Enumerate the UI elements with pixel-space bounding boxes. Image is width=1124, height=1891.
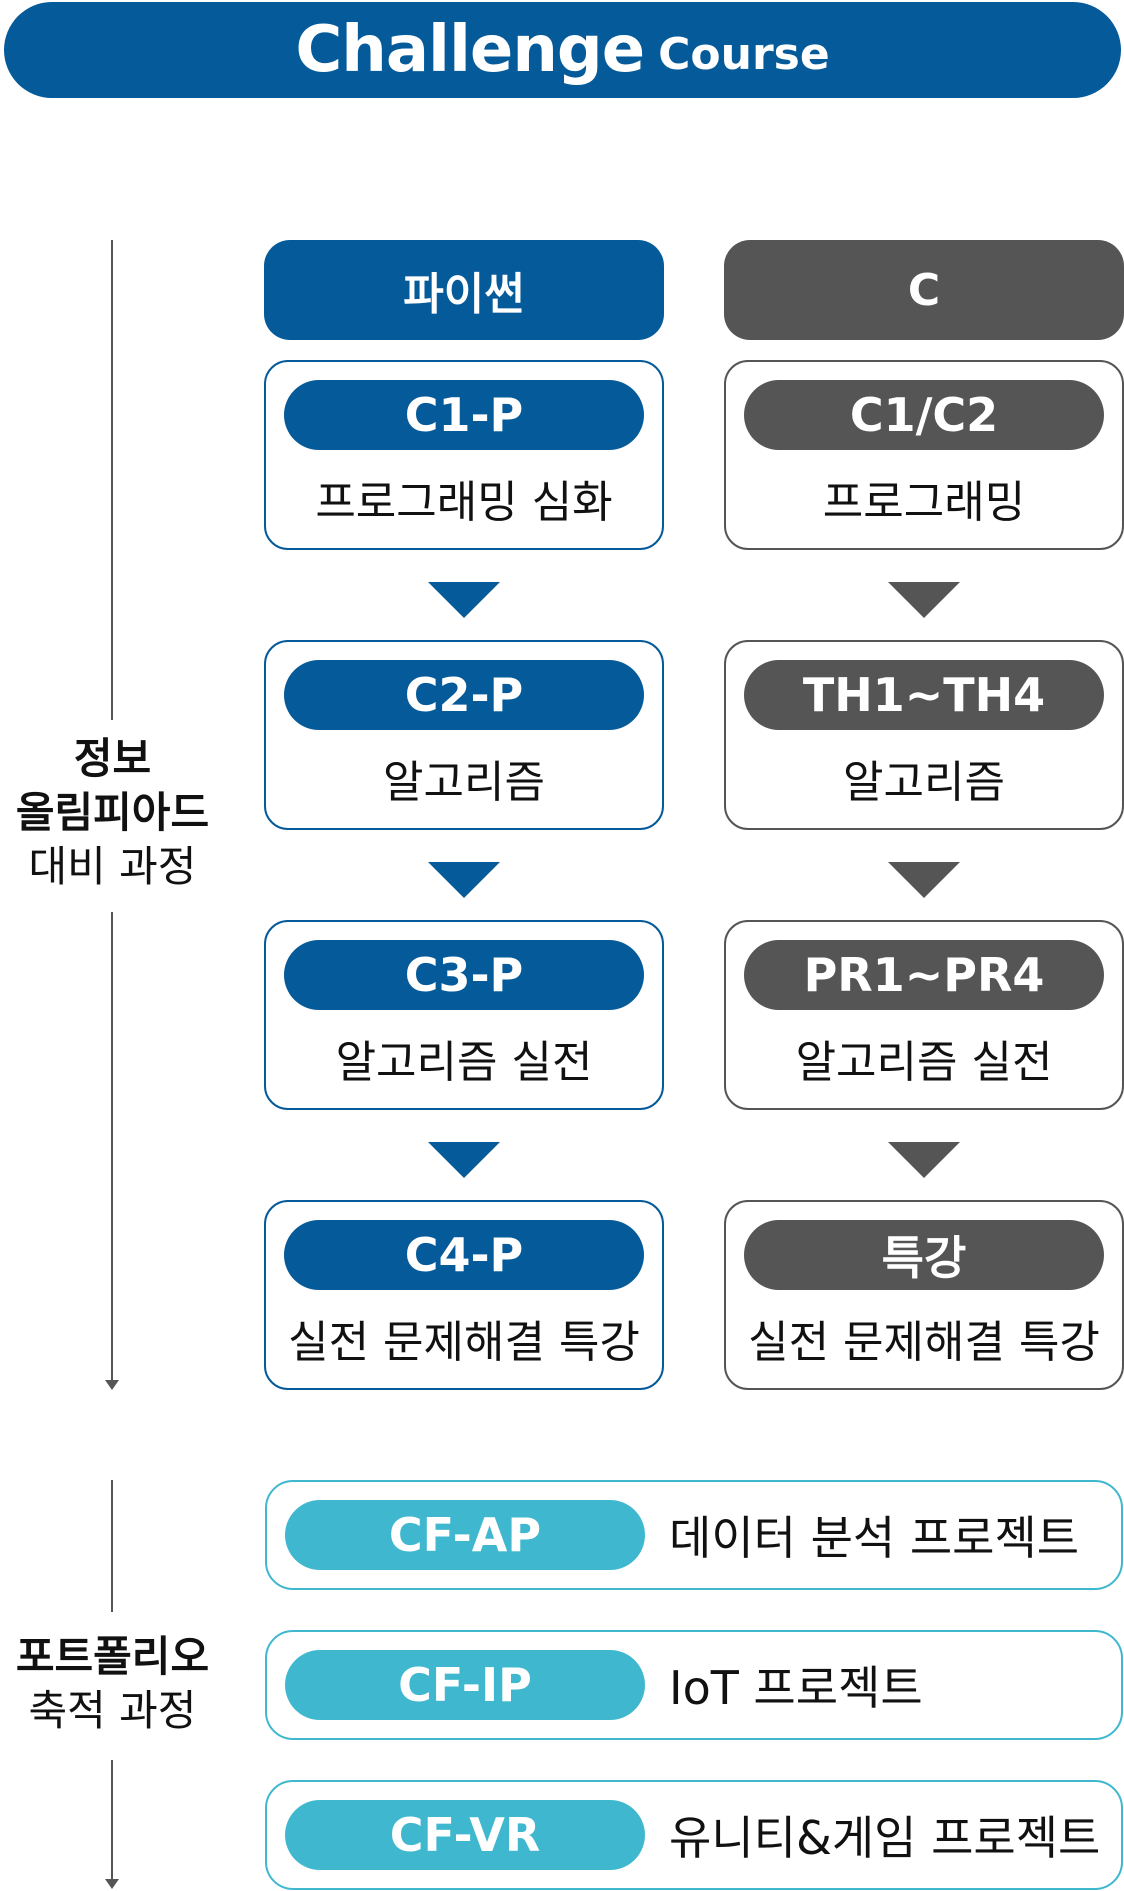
portfolio-row-2: CF-IP IoT 프로젝트 xyxy=(265,1630,1123,1740)
portfolio-row-1-code: CF-AP xyxy=(285,1500,645,1570)
portfolio-label-line1: 포트폴리오 xyxy=(15,1632,210,1681)
c-step-3-code: PR1~PR4 xyxy=(744,940,1104,1010)
olympiad-label-line3: 대비 과정 xyxy=(28,842,197,891)
python-step-2-title: 알고리즘 xyxy=(383,757,545,808)
banner-title: Challenge xyxy=(295,13,645,87)
portfolio-label-line2: 축적 과정 xyxy=(28,1686,197,1735)
c-step-1: C1/C2 프로그래밍 xyxy=(724,360,1124,550)
olympiad-line-bottom xyxy=(111,912,113,1382)
python-step-4: C4-P 실전 문제해결 특강 xyxy=(264,1200,664,1390)
portfolio-line-bottom xyxy=(111,1760,113,1880)
c-step-2-title: 알고리즘 xyxy=(843,757,1005,808)
c-chevron-down-icon-1 xyxy=(888,582,960,618)
python-chevron-down-icon-3 xyxy=(428,1142,500,1178)
python-step-3-title: 알고리즘 실전 xyxy=(335,1037,593,1088)
portfolio-line-top xyxy=(111,1480,113,1612)
portfolio-row-1: CF-AP 데이터 분석 프로젝트 xyxy=(265,1480,1123,1590)
olympiad-label-line1: 정보 xyxy=(73,734,152,783)
c-step-4-title: 실전 문제해결 특강 xyxy=(748,1317,1100,1368)
portfolio-row-1-title: 데이터 분석 프로젝트 xyxy=(669,1511,1080,1565)
python-step-4-title: 실전 문제해결 특강 xyxy=(288,1317,640,1368)
course-banner: Challenge Course xyxy=(4,2,1121,98)
c-column-header: C xyxy=(724,240,1124,340)
c-chevron-down-icon-3 xyxy=(888,1142,960,1178)
c-chevron-down-icon-2 xyxy=(888,862,960,898)
olympiad-arrow-icon xyxy=(105,1380,119,1390)
c-step-3: PR1~PR4 알고리즘 실전 xyxy=(724,920,1124,1110)
portfolio-row-3-title: 유니티&게임 프로젝트 xyxy=(669,1811,1101,1865)
python-step-1-code: C1-P xyxy=(284,380,644,450)
python-step-3: C3-P 알고리즘 실전 xyxy=(264,920,664,1110)
python-step-2: C2-P 알고리즘 xyxy=(264,640,664,830)
c-step-2-code: TH1~TH4 xyxy=(744,660,1104,730)
python-step-2-code: C2-P xyxy=(284,660,644,730)
python-chevron-down-icon-1 xyxy=(428,582,500,618)
python-step-1-title: 프로그래밍 심화 xyxy=(315,477,613,528)
portfolio-row-2-code: CF-IP xyxy=(285,1650,645,1720)
portfolio-arrow-icon xyxy=(105,1879,119,1889)
portfolio-label: 포트폴리오 축적 과정 xyxy=(0,1630,225,1738)
portfolio-row-3-code: CF-VR xyxy=(285,1800,645,1870)
c-step-3-title: 알고리즘 실전 xyxy=(795,1037,1053,1088)
c-step-4-code: 특강 xyxy=(744,1220,1104,1290)
olympiad-label-line2: 올림피아드 xyxy=(15,788,210,837)
python-chevron-down-icon-2 xyxy=(428,862,500,898)
c-step-1-code: C1/C2 xyxy=(744,380,1104,450)
c-step-2: TH1~TH4 알고리즘 xyxy=(724,640,1124,830)
python-step-3-code: C3-P xyxy=(284,940,644,1010)
olympiad-line-top xyxy=(111,240,113,720)
banner-subtitle: Course xyxy=(658,28,830,80)
python-step-4-code: C4-P xyxy=(284,1220,644,1290)
python-column-header: 파이썬 xyxy=(264,240,664,340)
olympiad-label: 정보 올림피아드 대비 과정 xyxy=(0,732,225,894)
c-step-4: 특강 실전 문제해결 특강 xyxy=(724,1200,1124,1390)
python-step-1: C1-P 프로그래밍 심화 xyxy=(264,360,664,550)
portfolio-row-2-title: IoT 프로젝트 xyxy=(669,1661,923,1715)
portfolio-row-3: CF-VR 유니티&게임 프로젝트 xyxy=(265,1780,1123,1890)
c-step-1-title: 프로그래밍 xyxy=(822,477,1026,528)
